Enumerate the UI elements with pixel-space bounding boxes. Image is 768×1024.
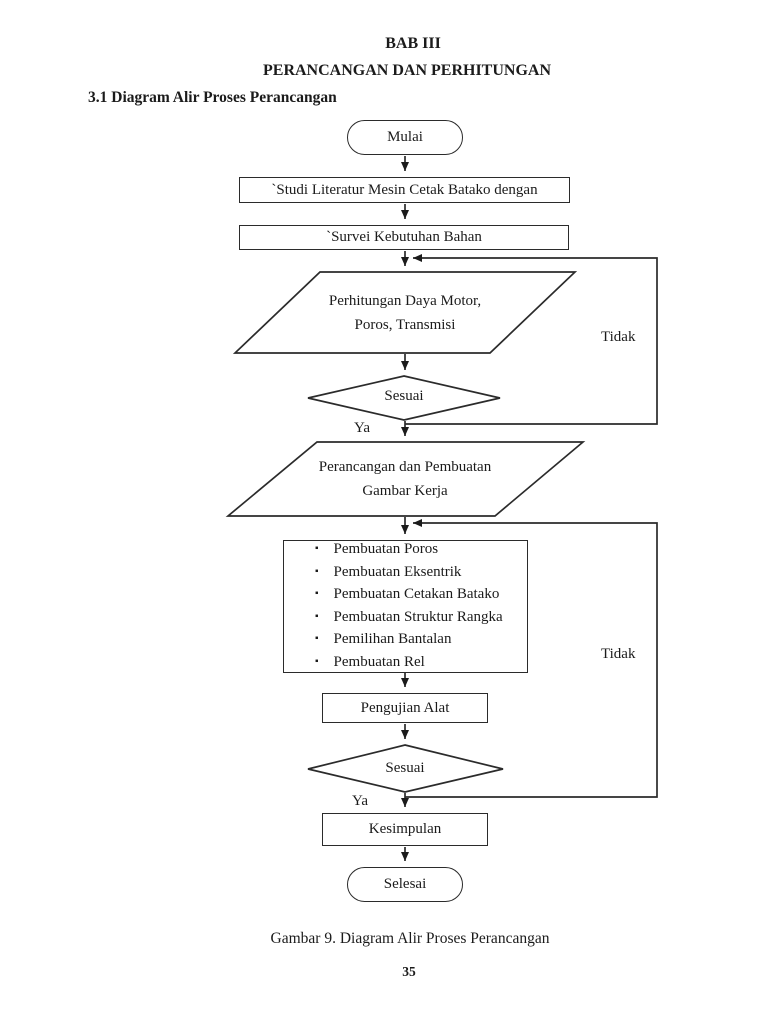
decision1-label: Sesuai [384,388,424,404]
bullet-icon: ▪ [315,543,319,554]
process-box-kesimpulan-label: Kesimpulan [368,821,442,837]
process-box-studi-literatur: `Studi Literatur Mesin Cetak Batako deng… [239,177,570,203]
bullet-icon: ▪ [315,565,319,577]
list-item-label: Pembuatan Eksentrik [333,563,462,580]
process-box-kesimpulan: Kesimpulan [322,813,488,846]
decision2-yes-label: Ya [352,793,368,809]
process-box-survei: `Survei Kebutuhan Bahan [239,225,569,250]
list-item: ▪ Pembuatan Struktur Rangka [315,607,519,630]
io-perhitungan-line1: Perhitungan Daya Motor, [328,293,482,309]
list-item-label: Pembuatan Struktur Rangka [333,608,503,625]
io-perhitungan-line2: Poros, Transmisi [354,317,456,333]
list-item: ▪ Pembuatan Eksentrik [315,562,519,585]
process-box-survei-label: `Survei Kebutuhan Bahan [326,229,482,245]
list-item: ▪ Pembuatan Rel [315,652,519,675]
list-item: ▪ Pembuatan Cetakan Batako [315,584,519,607]
list-item-label: Pembuatan Cetakan Batako [333,586,500,602]
figure-caption: Gambar 9. Diagram Alir Proses Perancanga… [270,930,550,947]
list-item-label: Pembuatan Rel [333,653,425,670]
list-item-label: Pembuatan Poros [333,541,439,557]
io-perancangan-line1: Perancangan dan Pembuatan [318,459,492,475]
terminator-start: Mulai [347,120,463,155]
process-box-pengujian-label: Pengujian Alat [360,699,450,716]
terminator-end-label: Selesai [383,876,427,892]
page-title: PERANCANGAN DAN PERHITUNGAN [263,62,551,79]
list-item: ▪ Pemilihan Bantalan [315,629,519,652]
terminator-end: Selesai [347,867,463,902]
bullet-icon: ▪ [315,588,319,599]
decision2-label: Sesuai [385,760,425,776]
page-number: 35 [402,964,416,979]
io-perancangan-line2: Gambar Kerja [362,483,448,499]
list-item: ▪ Pembuatan Poros [315,539,519,562]
io-perhitungan-label: Perhitungan Daya Motor, Poros, Transmisi [329,289,481,337]
decision1-yes-label: Ya [354,420,370,436]
bullet-icon: ▪ [315,610,319,622]
decision2-no-label: Tidak [601,646,636,662]
section-heading: 3.1 Diagram Alir Proses Perancangan [88,89,337,106]
process-box-pengujian: Pengujian Alat [322,693,488,723]
list-item-label: Pemilihan Bantalan [333,631,452,647]
chapter-heading: BAB III [385,35,441,52]
process-box-studi-literatur-label: `Studi Literatur Mesin Cetak Batako deng… [271,181,538,198]
process-list-box: ▪ Pembuatan Poros ▪ Pembuatan Eksentrik … [283,540,528,673]
decision1-no-label: Tidak [601,329,636,345]
bullet-icon: ▪ [315,633,319,644]
bullet-icon: ▪ [315,655,319,667]
io-perancangan-label: Perancangan dan Pembuatan Gambar Kerja [319,455,491,503]
terminator-start-label: Mulai [387,129,423,145]
